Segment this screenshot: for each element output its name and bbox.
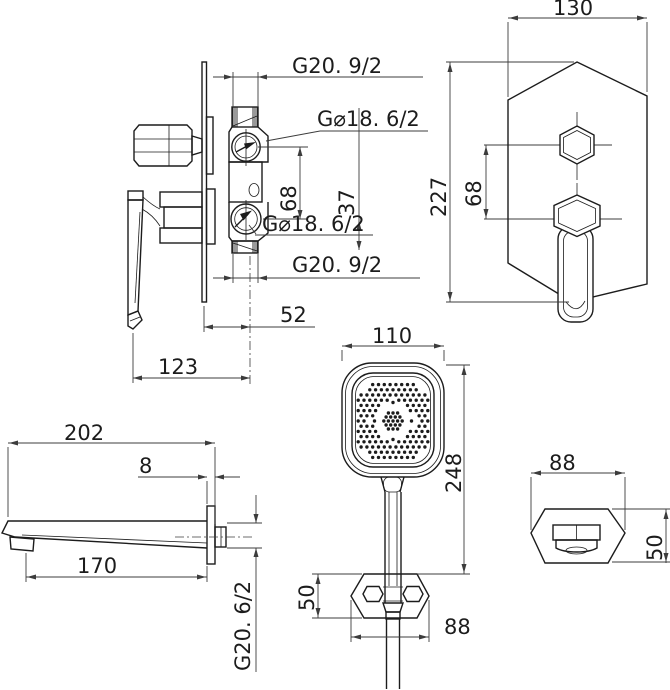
dim-port-spacing: 68: [277, 185, 301, 212]
dim-reach: 170: [77, 554, 117, 578]
dim-plate-width: 130: [553, 0, 593, 20]
mixer-side-view: G20. 9/2 G⌀18. 6/2 68 37 G⌀18. 6/2 G20. …: [127, 54, 428, 386]
trim-lever-handle: [557, 225, 594, 323]
shower-dimensions: 110 248 50 88: [295, 324, 471, 642]
trim-diverter-knob: [559, 125, 595, 165]
dim-port-offset: 37: [335, 189, 359, 216]
wall-plate: [201, 61, 208, 303]
shower-head: [341, 362, 445, 478]
diverter-knob: [133, 124, 203, 167]
outlet-port-top: [231, 129, 261, 166]
trim-dimensions: 130 227 68: [427, 0, 648, 303]
dim-spout-thread: G20. 6/2: [231, 581, 255, 671]
bracket-side-view: 88 50: [530, 451, 670, 564]
hand-shower-view: 110 248 50 88: [295, 324, 471, 689]
dim-handle-spacing: 68: [462, 180, 486, 207]
dim-bracket-side-width: 88: [549, 451, 576, 475]
dim-lever-length: 123: [158, 355, 198, 379]
trim-lever-escutcheon: [553, 194, 601, 238]
dim-bracket-width: 88: [444, 615, 471, 639]
lever-handle: [127, 190, 161, 330]
spout-body: [1, 505, 252, 565]
bracket-dimensions: 88 50: [530, 451, 670, 563]
dim-port-top: G⌀18. 6/2: [317, 107, 420, 131]
dim-thread-bottom: G20. 9/2: [292, 253, 382, 277]
aerator: [9, 536, 35, 552]
spray-nozzle-dots: [356, 382, 430, 460]
dim-shower-length: 248: [442, 453, 466, 493]
shower-hose: [385, 619, 401, 689]
lever-cartridge: [159, 191, 203, 244]
spout-flange: [206, 505, 216, 565]
dim-plate-height: 227: [427, 177, 451, 217]
inlet-stub-bottom: [231, 240, 259, 254]
dim-port-bottom: G⌀18. 6/2: [262, 212, 365, 236]
dim-bracket-side-height: 50: [643, 534, 667, 561]
spout-side-view: 202 8 170 G20. 6/2: [1, 421, 262, 672]
valve-body: [228, 106, 269, 254]
dim-depth: 52: [280, 303, 307, 327]
inlet-stub-top: [231, 106, 259, 128]
dim-thread-top: G20. 9/2: [292, 54, 382, 78]
dim-bracket-height: 50: [295, 584, 319, 611]
dim-flange-thickness: 8: [139, 454, 152, 478]
dim-total-length: 202: [64, 421, 104, 445]
bracket-body: [530, 508, 626, 564]
outlet-port-bottom: [230, 200, 262, 240]
mixer-dimensions: G20. 9/2 G⌀18. 6/2 68 37 G⌀18. 6/2 G20. …: [132, 54, 428, 386]
shower-bracket-front: [350, 573, 430, 620]
shower-handle: [380, 476, 405, 603]
trim-plate-front-view: 130 227 68: [427, 0, 648, 323]
spout-dimensions: 202 8 170 G20. 6/2: [7, 421, 262, 672]
dim-head-width: 110: [372, 324, 412, 348]
